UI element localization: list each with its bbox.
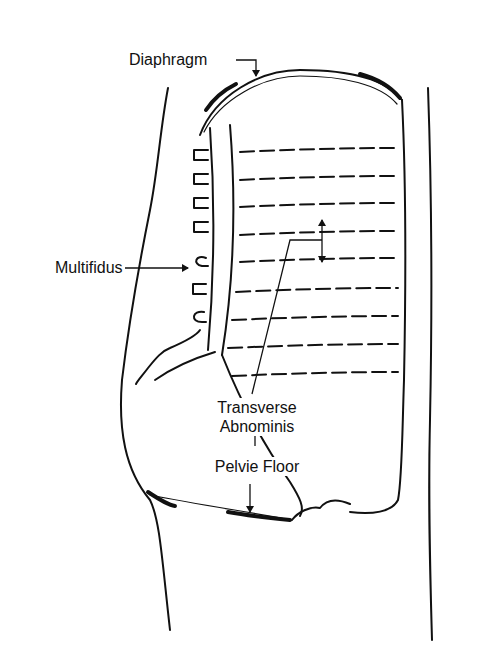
muscle-label: Pelvie Floor (205, 457, 309, 476)
muscle-label: Multifidus (53, 258, 125, 277)
muscle-label: Transverse Abnominis (205, 398, 309, 436)
muscle-label: Diaphragm (127, 50, 209, 69)
